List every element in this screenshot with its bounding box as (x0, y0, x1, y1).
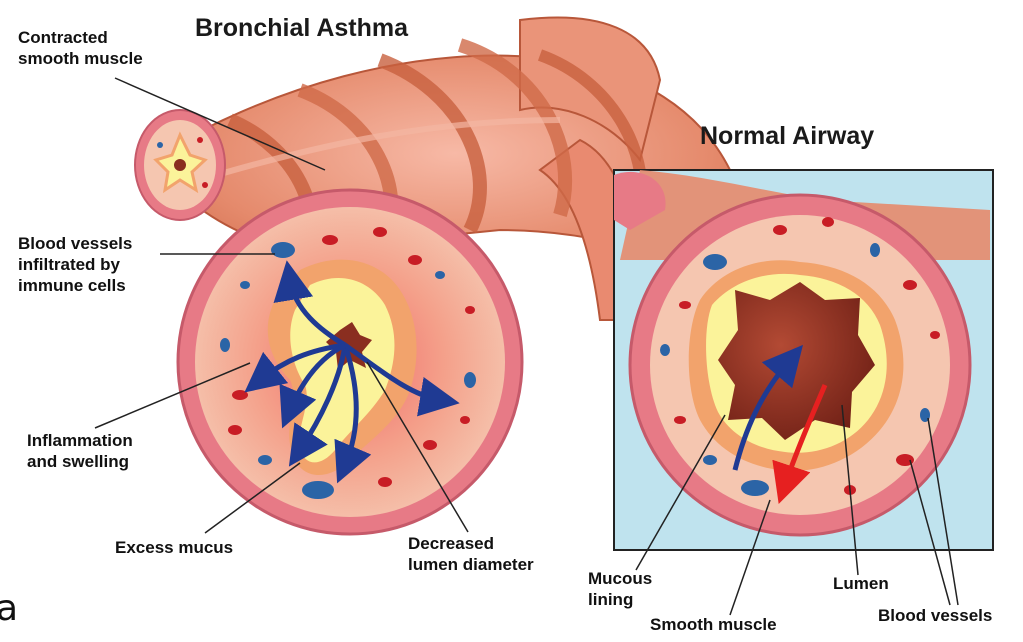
label-blood-vessels: Blood vessels (878, 605, 992, 626)
normal-airway-inset (614, 170, 993, 550)
label-lumen: Lumen (833, 573, 889, 594)
label-contracted-smooth-muscle: Contracted smooth muscle (18, 27, 143, 69)
branch-cross-section (135, 110, 225, 220)
label-decreased-lumen: Decreased lumen diameter (408, 533, 534, 575)
cropped-text-fragment: a (0, 588, 18, 629)
label-inflammation-swelling: Inflammation and swelling (27, 430, 133, 472)
asthma-cross-section (178, 190, 522, 534)
asthma-title: Bronchial Asthma (195, 14, 408, 43)
normal-airway-title: Normal Airway (700, 122, 874, 151)
label-blood-vessels-infiltrated: Blood vessels infiltrated by immune cell… (18, 233, 132, 296)
label-excess-mucus: Excess mucus (115, 537, 233, 558)
infiltrated-vessel (271, 242, 295, 258)
label-mucous-lining: Mucous lining (588, 568, 652, 610)
label-smooth-muscle: Smooth muscle (650, 614, 777, 635)
